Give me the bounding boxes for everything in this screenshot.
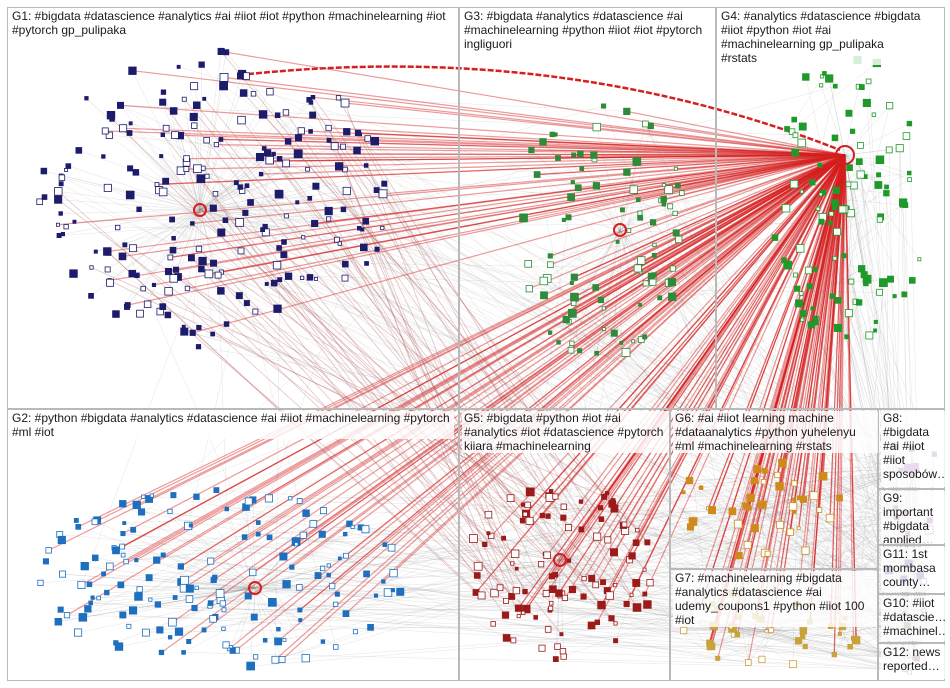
group-label-g8: G8: #bigdata #ai #iiot #iiot sposobów…	[881, 411, 945, 487]
group-label-g10: G10: #iiot #datascie… #machinel…	[881, 596, 945, 641]
group-panel-g4: G4: #analytics #datascience #bigdata #ii…	[716, 7, 945, 409]
group-label-g7: G7: #machinelearning #bigdata #analytics…	[673, 571, 877, 627]
group-label-g1: G1: #bigdata #datascience #analytics #ai…	[10, 9, 454, 37]
group-label-g4: G4: #analytics #datascience #bigdata #ii…	[719, 9, 923, 65]
group-label-g5: G5: #bigdata #python #iot #ai #analytics…	[462, 411, 669, 453]
group-panel-g8: G8: #bigdata #ai #iiot #iiot sposobów…	[878, 409, 945, 489]
group-panel-g7: G7: #machinelearning #bigdata #analytics…	[670, 569, 878, 681]
group-panel-g9: G9: important #bigdata applied…	[878, 489, 945, 545]
group-panel-g2: G2: #python #bigdata #analytics #datasci…	[7, 409, 459, 681]
group-panel-g11: G11: 1st mombasa county…	[878, 545, 945, 594]
group-panel-g5: G5: #bigdata #python #iot #ai #analytics…	[459, 409, 670, 681]
group-panel-g1: G1: #bigdata #datascience #analytics #ai…	[7, 7, 459, 409]
group-label-g2: G2: #python #bigdata #analytics #datasci…	[10, 411, 454, 439]
group-label-g9: G9: important #bigdata applied…	[881, 491, 945, 543]
group-panel-g6: G6: #ai #iiot learning machine #dataanal…	[670, 409, 878, 569]
group-panel-g3: G3: #bigdata #analytics #datascience #ai…	[459, 7, 716, 409]
group-label-g3: G3: #bigdata #analytics #datascience #ai…	[462, 9, 714, 51]
group-label-g12: G12: news reported…	[881, 645, 945, 679]
group-panel-g12: G12: news reported…	[878, 643, 945, 681]
group-label-g11: G11: 1st mombasa county…	[881, 547, 945, 592]
group-panel-g10: G10: #iiot #datascie… #machinel…	[878, 594, 945, 643]
group-label-g6: G6: #ai #iiot learning machine #dataanal…	[673, 411, 880, 453]
